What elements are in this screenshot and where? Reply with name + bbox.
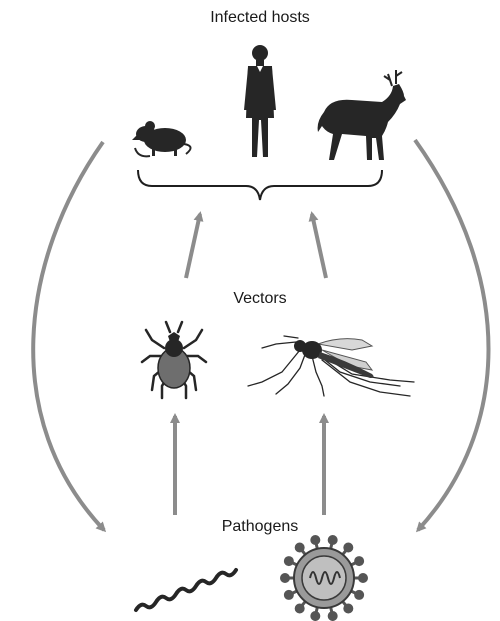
infected-hosts-label: Infected hosts (150, 9, 370, 27)
virus-spike-tip (285, 558, 292, 565)
tick-icon (142, 322, 206, 398)
virus-spike-tip (282, 575, 289, 582)
virus-spike-tip (296, 605, 303, 612)
left-cycle-arrow (33, 142, 104, 530)
virus-spike-tip (345, 544, 352, 551)
mosquito-to-hosts-arrow (312, 214, 326, 278)
virus-spike-tip (356, 591, 363, 598)
virus-icon (282, 536, 367, 619)
vectors-label: Vectors (180, 290, 340, 308)
virus-spike-tip (312, 536, 319, 543)
virus-spike-tip (285, 591, 292, 598)
deer-icon (318, 70, 406, 160)
pathogens-label: Pathogens (180, 518, 340, 536)
virus-spike-tip (329, 613, 336, 620)
virus-spike-tip (356, 558, 363, 565)
human-icon (244, 45, 276, 157)
virus-spike-tip (329, 536, 336, 543)
hosts-brace (138, 170, 382, 200)
virus-spike-tip (345, 605, 352, 612)
mosquito-icon (248, 336, 414, 396)
virus-spike-tip (360, 575, 367, 582)
right-cycle-arrow (415, 140, 489, 530)
mouse-icon (132, 121, 191, 156)
virus-spike-tip (296, 544, 303, 551)
tick-to-hosts-arrow (186, 214, 200, 278)
spirochete-icon (136, 570, 236, 610)
virus-spike-tip (312, 613, 319, 620)
